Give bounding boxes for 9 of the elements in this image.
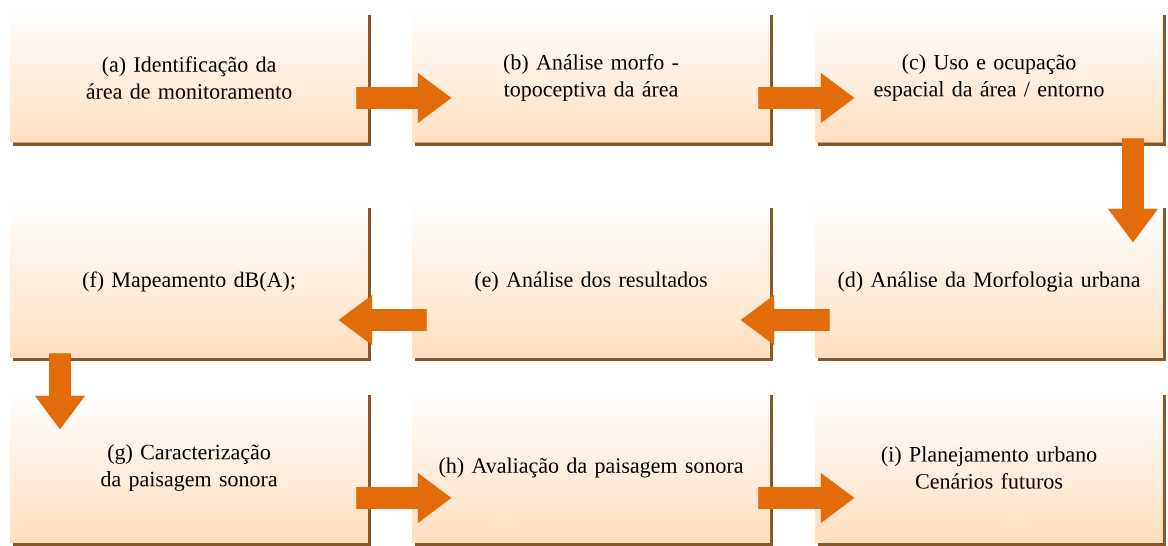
process-box: (c) Uso e ocupação espacial da área / entorno (815, 12, 1166, 146)
process-box: (b) Análise morfo - topoceptiva da área (412, 12, 773, 146)
process-box: (i) Planejamento urbano Cenários futuros (815, 392, 1166, 546)
process-box: (e) Análise dos resultados (412, 205, 773, 361)
process-box: (h) Avaliação da paisagem sonora (412, 392, 773, 546)
process-box: (f) Mapeamento dB(A); (10, 205, 371, 361)
process-box: (d) Análise da Morfologia urbana (815, 205, 1166, 361)
process-box: (a) Identificação da área de monitoramento (10, 12, 371, 146)
process-box: (g) Caracterização da paisagem sonora (10, 392, 371, 546)
